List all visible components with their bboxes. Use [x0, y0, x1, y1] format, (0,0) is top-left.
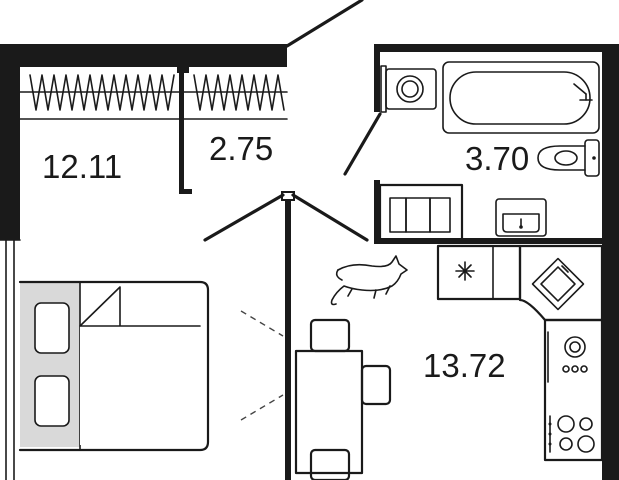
shelf-icon: [378, 183, 464, 242]
room-door-swing-symbol: [203, 193, 369, 242]
oven-icon: [547, 331, 588, 383]
wardrobe-area-label: 2.75: [209, 130, 273, 167]
cooktop-icon: [548, 415, 595, 453]
top-wall-right: [376, 44, 619, 52]
clearance-lines: [240, 310, 284, 421]
top-wall-left: [0, 44, 287, 67]
chair-icon: [309, 318, 392, 480]
right-wall: [602, 44, 619, 480]
toilet-icon: [537, 139, 600, 177]
dining-table-icon: [294, 349, 364, 475]
closet-partition: [179, 67, 192, 194]
kitchen-sink-icon: [531, 257, 585, 311]
double-bed-icon: [18, 280, 210, 452]
kitchen-counter: [518, 244, 604, 462]
bathroom-door-swing-symbol: [343, 112, 382, 176]
kitchen-living-area-label: 13.72: [423, 347, 506, 384]
bathroom-area-label: 3.70: [465, 140, 529, 177]
washbasin-icon: [495, 198, 547, 237]
cat-icon: [330, 255, 408, 306]
window-symbol: [0, 239, 21, 480]
washing-machine-icon: [380, 65, 437, 113]
closet-rail-symbol: [19, 67, 288, 120]
fridge-icon: [436, 244, 522, 301]
room-area-label: 12.11: [42, 148, 122, 185]
bathtub-icon: [442, 61, 600, 134]
entrance-door-swing-symbol: [285, 0, 364, 48]
